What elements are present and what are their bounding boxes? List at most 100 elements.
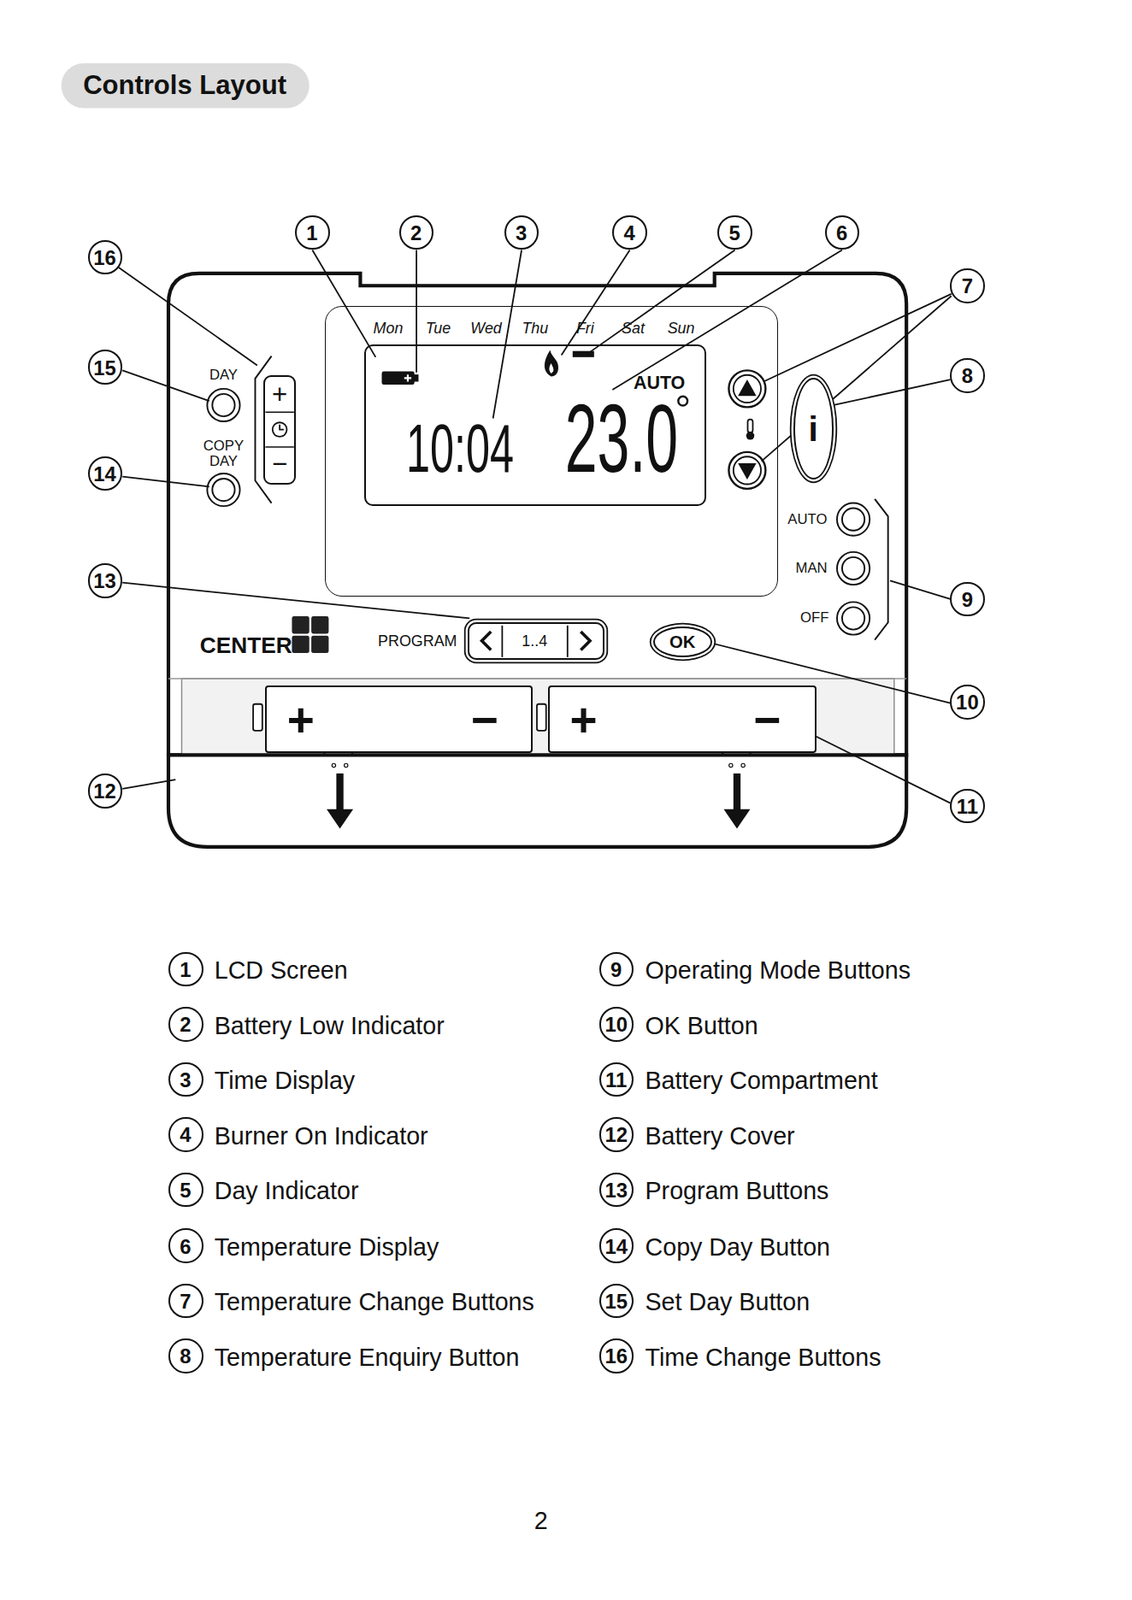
legend-number-text: 12	[604, 1125, 628, 1146]
callout-number-text: 16	[93, 247, 117, 269]
lcd-screen-text: AUTO	[633, 374, 685, 393]
housing-outline	[168, 273, 907, 756]
callout-number-text: 5	[729, 223, 741, 244]
lcd-frame-text: Wed	[470, 321, 502, 337]
title-pill	[61, 63, 310, 109]
button-label: COPY DAY	[200, 439, 247, 470]
lcd-frame-text: Tue	[425, 321, 452, 337]
legend-number: 4	[168, 1117, 204, 1153]
battery-low-icon-plus	[404, 374, 412, 382]
chevron-left	[482, 631, 492, 650]
callout-number: 7	[949, 268, 985, 304]
callout-number: 3	[504, 215, 540, 251]
temperature-button	[728, 370, 766, 407]
logo-square	[291, 616, 309, 634]
callout-number: 13	[88, 563, 124, 599]
mode-button-inner	[842, 557, 865, 580]
legend-description: Time Display	[214, 1067, 355, 1094]
legend-description: Temperature Display	[214, 1234, 440, 1261]
callout-number-text: 14	[93, 464, 117, 485]
mode-button	[837, 552, 870, 585]
day-button	[206, 389, 240, 422]
battery-contact	[536, 704, 547, 732]
callout-number: 9	[949, 582, 985, 618]
callout-number: 15	[88, 349, 124, 385]
button-label: AUTO	[787, 512, 827, 528]
housing-divider	[168, 678, 907, 679]
callout-number: 1	[294, 215, 331, 251]
legend-number: 11	[599, 1062, 635, 1098]
leader-line	[117, 267, 257, 366]
legend-description: Time Change Buttons	[645, 1344, 882, 1371]
battery-text: +	[287, 696, 315, 744]
logo-square	[311, 616, 329, 634]
burner-flame	[544, 349, 559, 377]
legend-number-text: 4	[179, 1125, 191, 1146]
battery: +−	[265, 685, 533, 754]
cover-dot	[331, 763, 336, 767]
time-rocker-text: +	[271, 381, 288, 408]
lcd-frame-text: Sat	[621, 321, 645, 337]
rocker-divider	[265, 412, 294, 413]
leader-line	[122, 370, 209, 401]
lcd-frame-text: Thu	[521, 321, 549, 337]
day-button-inner	[212, 394, 235, 417]
leader-line	[312, 249, 376, 357]
leader-line	[122, 583, 470, 620]
cover-dot	[729, 763, 733, 767]
legend-description: Temperature Enquiry Button	[214, 1344, 520, 1371]
lcd-screen: 10:0423.0AUTO	[364, 344, 707, 508]
cover-dot	[741, 763, 745, 767]
legend-number-text: 14	[604, 1237, 628, 1258]
button-label: OFF	[800, 611, 829, 627]
brand-logo: CENTER	[200, 634, 293, 659]
legend-number: 7	[168, 1284, 204, 1320]
leader-line	[761, 295, 952, 461]
logo-square	[311, 636, 329, 654]
drawing	[61, 63, 952, 848]
rocker-divider	[265, 446, 294, 448]
cover-dot	[344, 763, 348, 767]
legend-number-text: 1	[179, 960, 191, 981]
callout-number: 4	[612, 215, 648, 251]
clock-hands	[279, 424, 284, 431]
day-button	[206, 473, 240, 507]
legend-description: Day Indicator	[214, 1178, 360, 1204]
day-button-inner	[212, 478, 235, 502]
thermometer-bulb	[746, 431, 755, 441]
button-label: PROGRAM	[377, 632, 457, 649]
callout-number: 16	[88, 240, 124, 276]
clock-icon	[272, 422, 288, 437]
battery-compartment-ground	[182, 678, 895, 756]
callout-number: 2	[399, 215, 435, 251]
time-rocker: +−	[263, 375, 296, 485]
leader-line	[828, 379, 950, 407]
callout-number-text: 13	[93, 571, 117, 592]
battery-contact	[253, 704, 263, 732]
legend-description: Burner On Indicator	[214, 1123, 429, 1150]
callout-number-text: 2	[410, 223, 422, 244]
legend-number-text: 8	[179, 1347, 191, 1368]
callout-number: 6	[825, 215, 861, 251]
legend-number-text: 2	[179, 1015, 191, 1037]
callout-number-text: 4	[624, 223, 636, 244]
callout-number-text: 7	[961, 276, 973, 297]
leader-line	[612, 249, 843, 390]
lcd-screen-text: 10:04	[406, 415, 514, 484]
ok-button: OK	[653, 626, 713, 658]
battery-text: +	[569, 696, 597, 744]
callout-number: 12	[88, 773, 124, 809]
program-button: 1..4	[467, 622, 605, 661]
logo-square	[291, 636, 309, 654]
legend-number: 10	[599, 1007, 635, 1043]
button-label: DAY	[209, 368, 238, 384]
temperature-button-inner	[733, 456, 761, 484]
battery-low-icon-nub	[413, 374, 419, 382]
callout-number-text: 11	[956, 796, 979, 818]
leader-line	[122, 477, 209, 488]
slide-arrow-head	[326, 809, 354, 830]
legend-number: 12	[599, 1117, 635, 1153]
battery: +−	[548, 685, 817, 754]
leader-line	[415, 249, 418, 372]
lcd-frame-text: Mon	[373, 321, 404, 337]
